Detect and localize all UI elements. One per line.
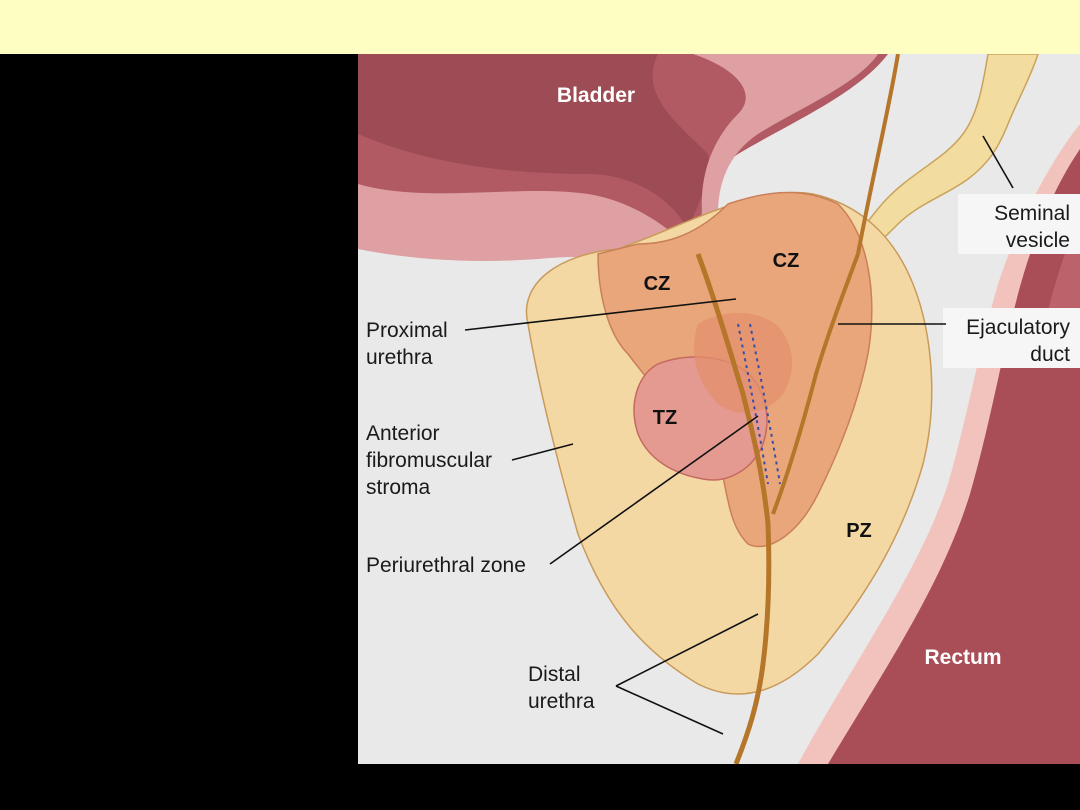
left-blank-panel (0, 54, 358, 810)
distal-leader-upper (615, 613, 759, 687)
bladder-shape (358, 54, 888, 269)
ejaculatory-duct-line (771, 253, 860, 515)
anterior-leader (511, 443, 574, 461)
cz-left-label: CZ (644, 273, 671, 295)
ejaculatory-duct-label-2: duct (1030, 343, 1070, 366)
distal-leader-lower (615, 685, 724, 735)
proximal-leader (464, 298, 737, 331)
ejaculatory-label-bg (943, 308, 1080, 368)
seminal-vesicle-label-2: vesicle (1006, 229, 1070, 252)
cz-right-label: CZ (773, 250, 800, 272)
ejaculatory-duct-label-1: Ejaculatory (966, 316, 1070, 339)
anterior-label-2: fibromuscular (366, 449, 492, 472)
proximal-urethra-label-2: urethra (366, 346, 433, 369)
proximal-urethra-label-1: Proximal (366, 319, 448, 342)
periurethral-leader (549, 415, 759, 565)
title-band (0, 0, 1080, 54)
anterior-label-3: stroma (366, 476, 431, 499)
bottom-black-band (0, 764, 1080, 810)
seminal-label-bg (958, 194, 1080, 254)
prostate-anatomy-figure: Bladder Rectum CZ CZ TZ PZ Seminal vesic… (358, 53, 1080, 765)
distal-urethra-label-1: Distal (528, 663, 581, 686)
tz-label: TZ (653, 407, 677, 429)
urethra-line (695, 253, 772, 765)
rectum-label: Rectum (924, 646, 1001, 669)
periurethral-zone-label: Periurethral zone (366, 554, 526, 577)
pz-label: PZ (846, 520, 872, 542)
seminal-vesicle-label-1: Seminal (994, 202, 1070, 225)
bladder-label: Bladder (557, 84, 635, 107)
seminal-leader (982, 135, 1014, 189)
distal-urethra-label-2: urethra (528, 690, 595, 713)
anterior-label-1: Anterior (366, 422, 440, 445)
